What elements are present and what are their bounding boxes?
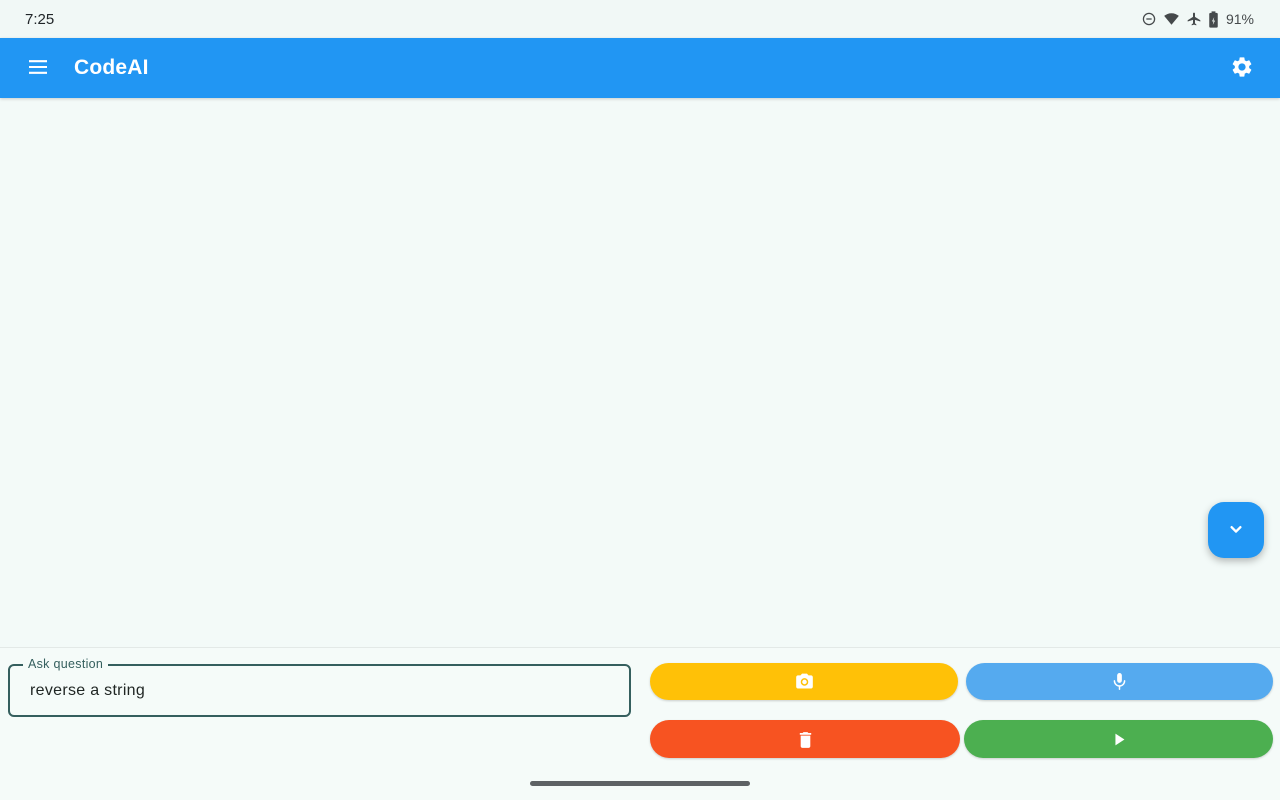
settings-button[interactable] — [1220, 46, 1264, 90]
do-not-disturb-icon — [1141, 11, 1157, 27]
run-button[interactable] — [964, 720, 1273, 758]
battery-charging-icon — [1208, 10, 1219, 28]
input-panel: Ask question — [0, 647, 1280, 800]
wifi-icon — [1163, 11, 1180, 27]
gear-icon — [1230, 55, 1254, 82]
play-icon — [1108, 729, 1129, 750]
microphone-icon — [1109, 671, 1130, 692]
ask-question-field: Ask question — [8, 657, 631, 717]
camera-button[interactable] — [650, 663, 958, 700]
chat-content-area — [0, 98, 1280, 647]
hamburger-menu-icon — [26, 55, 50, 82]
gesture-navigation-handle[interactable] — [530, 781, 750, 786]
chevron-down-icon — [1225, 518, 1247, 543]
camera-icon — [794, 671, 815, 692]
status-time: 7:25 — [25, 10, 55, 28]
status-icons: 91% — [1141, 10, 1254, 28]
page-title: CodeAI — [74, 56, 149, 79]
ask-question-input[interactable] — [10, 666, 629, 715]
ask-question-label: Ask question — [23, 657, 109, 671]
scroll-to-bottom-fab[interactable] — [1208, 502, 1264, 558]
microphone-button[interactable] — [966, 663, 1273, 700]
trash-icon — [795, 729, 816, 750]
battery-percent: 91% — [1225, 11, 1254, 27]
hamburger-menu-button[interactable] — [16, 46, 60, 90]
status-bar: 7:25 — [0, 0, 1280, 38]
delete-button[interactable] — [650, 720, 960, 758]
app-bar: CodeAI — [0, 38, 1280, 98]
airplane-mode-icon — [1186, 11, 1202, 27]
